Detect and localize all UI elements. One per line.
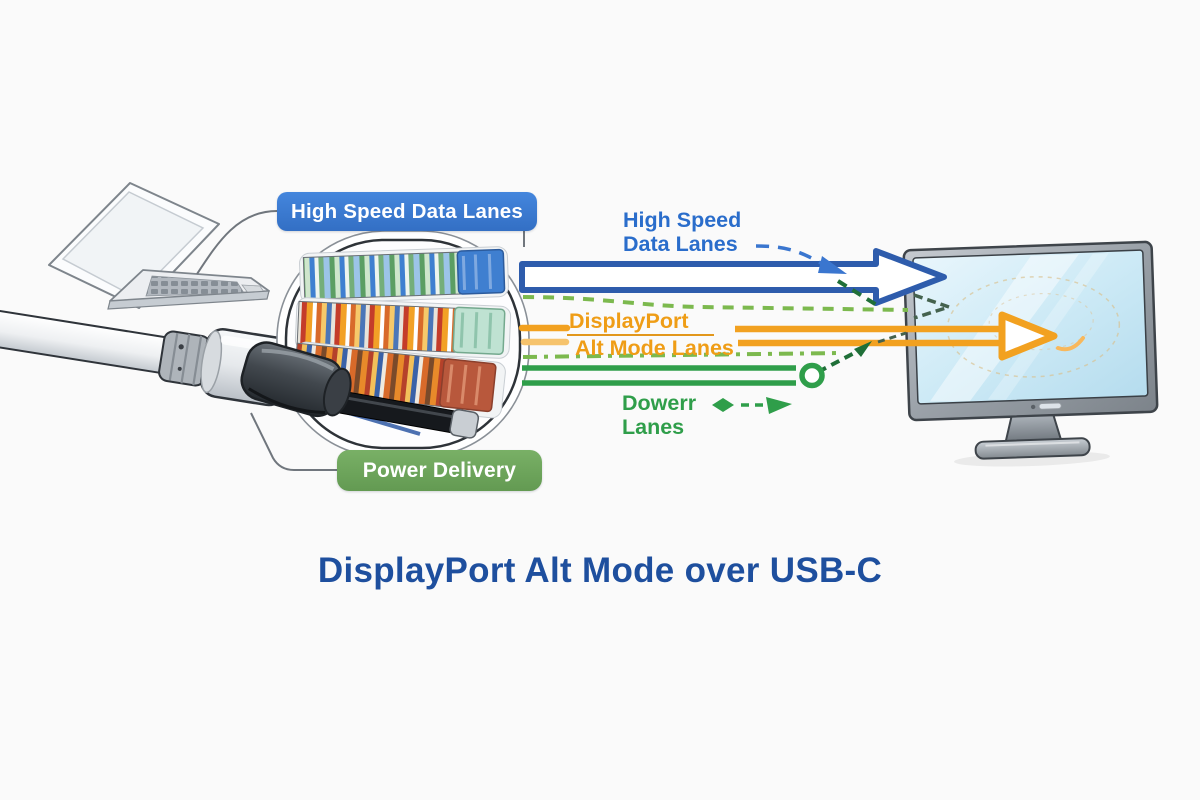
label-line1: Dowerr <box>622 391 697 415</box>
badge-power-delivery: Power Delivery <box>337 450 542 491</box>
power-label-pointer <box>712 397 792 414</box>
displayport-arrow <box>518 311 1085 361</box>
label-line2: Data Lanes <box>623 232 738 256</box>
label-line1: DisplayPort <box>567 309 715 336</box>
high-speed-arrow <box>519 248 947 306</box>
label-power-lanes: Dowerr Lanes <box>622 391 696 439</box>
label-displayport-alt-mode: DisplayPort Alt Mode Lanes <box>567 309 734 360</box>
label-high-speed-data-lanes: High Speed Data Lanes <box>623 208 741 256</box>
dashed-chevron-upper <box>913 293 955 320</box>
power-lane <box>522 362 825 389</box>
label-line1: High Speed <box>623 208 742 232</box>
callout-line-highspeed-to-laptop <box>196 210 278 275</box>
label-line2: Lanes <box>622 415 685 439</box>
diagram-title: DisplayPort Alt Mode over USB-C <box>317 551 883 590</box>
displayport-arrowhead <box>998 311 1058 361</box>
label-line2: Alt Mode Lanes <box>575 336 734 360</box>
dashed-diagonal-upper <box>836 279 882 309</box>
monitor-base <box>974 437 1091 460</box>
high-speed-label-pointer <box>755 244 827 268</box>
callout-line-power-to-cable <box>250 412 338 471</box>
diamond-marker <box>712 398 734 412</box>
high-speed-pointer-arrowhead <box>818 256 847 274</box>
dashed-diagonal-lower <box>817 349 859 374</box>
badge-high-speed-data-lanes: High Speed Data Lanes <box>277 192 537 231</box>
wire-bundle-displayport <box>294 297 512 359</box>
power-pointer-arrowhead <box>766 397 792 414</box>
screen-swoosh <box>1056 336 1085 352</box>
wire-bundle-high-speed <box>299 246 509 304</box>
usb-c-plug <box>240 341 352 418</box>
dashed-lane-upper <box>522 295 909 312</box>
laptop-illustration <box>48 182 270 310</box>
dashed-lane-lower <box>522 351 841 359</box>
power-ring-terminal <box>799 362 825 389</box>
cable-cross-section <box>276 230 530 458</box>
monitor-logo <box>1030 404 1036 410</box>
dashed-arrowhead-lower <box>854 341 872 357</box>
